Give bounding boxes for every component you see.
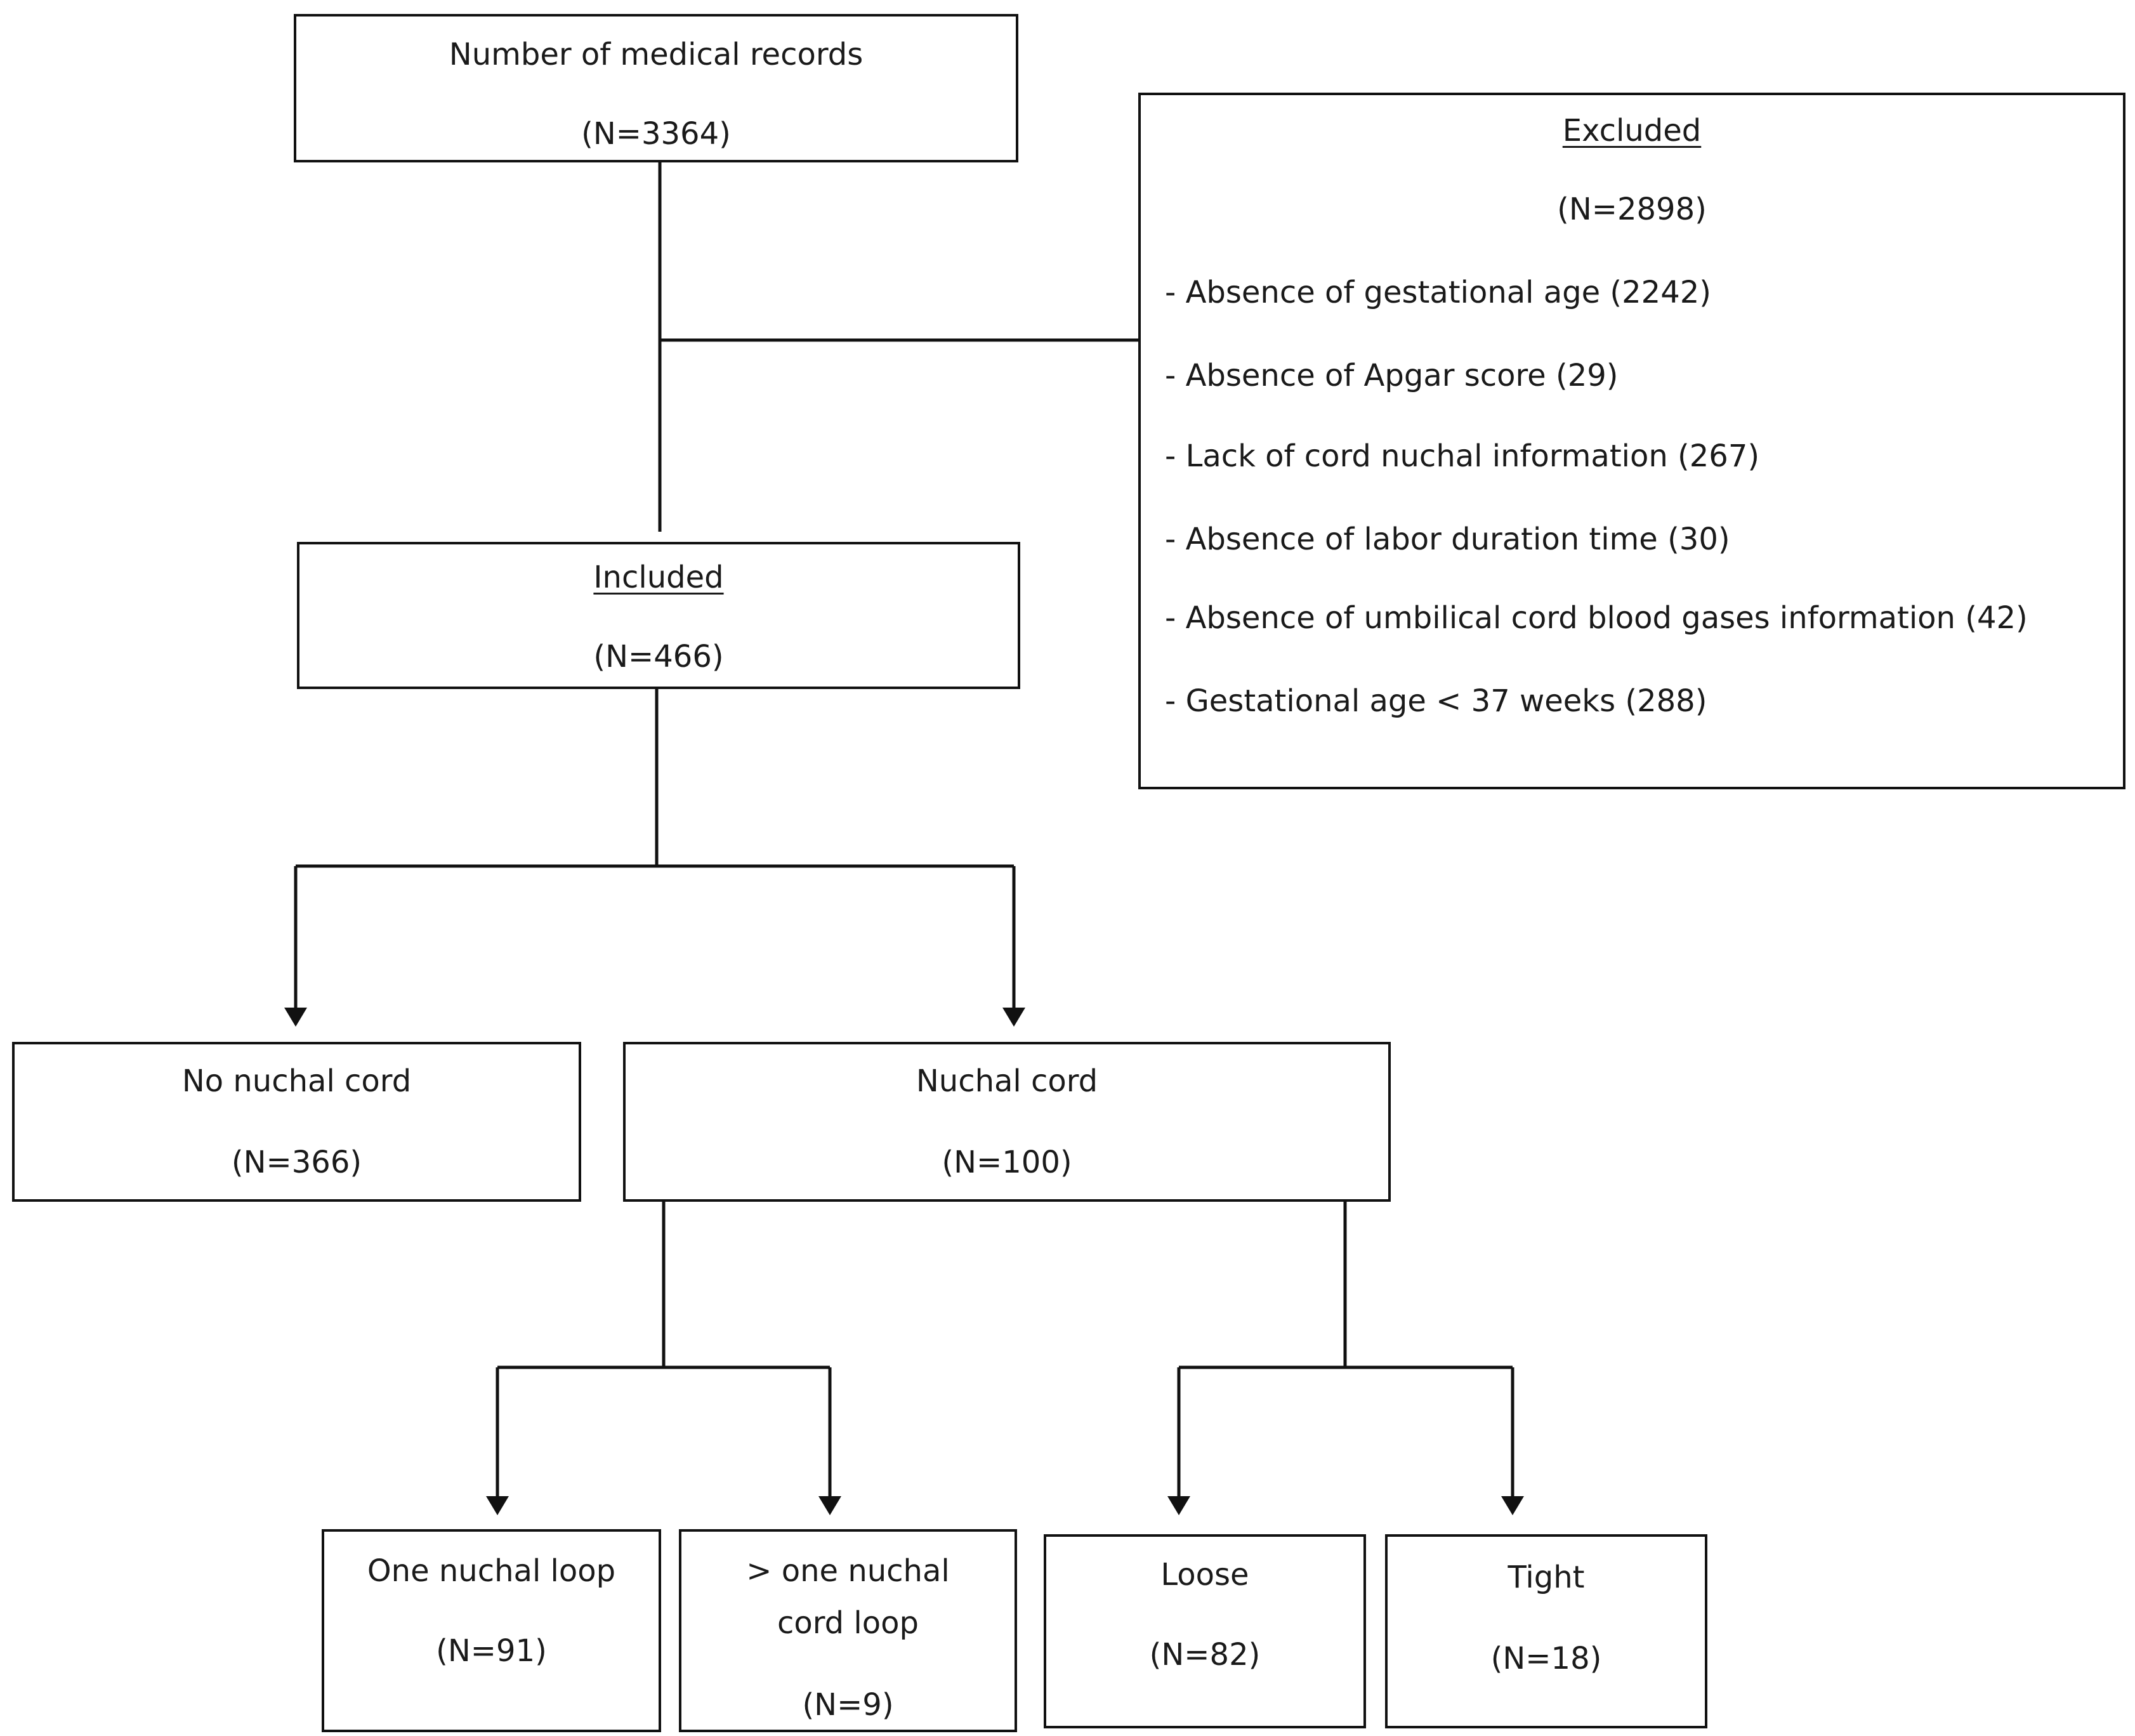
loose-count: (N=82)	[1149, 1637, 1261, 1673]
excluded-count: (N=2898)	[1557, 192, 1707, 227]
included-count: (N=466)	[593, 639, 724, 674]
no-nuchal-box: No nuchal cord (N=366)	[12, 1042, 581, 1202]
excluded-item: - Gestational age < 37 weeks (288)	[1165, 683, 1707, 719]
records-box: Number of medical records (N=3364)	[294, 14, 1018, 162]
multi-loop-title-line1: > one nuchal	[746, 1553, 950, 1589]
no-nuchal-title: No nuchal cord	[181, 1063, 412, 1099]
tight-box: Tight (N=18)	[1385, 1534, 1707, 1728]
one-loop-box: One nuchal loop (N=91)	[322, 1529, 661, 1732]
records-title: Number of medical records	[449, 37, 864, 72]
nuchal-box: Nuchal cord (N=100)	[623, 1042, 1391, 1202]
arrowhead-nuchal	[1002, 1008, 1025, 1027]
arrowhead-no-nuchal	[284, 1008, 307, 1027]
loose-box: Loose (N=82)	[1044, 1534, 1366, 1728]
multi-loop-count: (N=9)	[802, 1687, 894, 1723]
included-title: Included	[593, 560, 724, 595]
arrowhead-loose	[1167, 1496, 1190, 1515]
tight-count: (N=18)	[1490, 1641, 1602, 1676]
arrowhead-one-loop	[486, 1496, 509, 1515]
excluded-item: - Absence of umbilical cord blood gases …	[1165, 600, 2028, 636]
one-loop-count: (N=91)	[436, 1633, 547, 1669]
multi-loop-box: > one nuchal cord loop (N=9)	[679, 1529, 1017, 1732]
records-count: (N=3364)	[581, 116, 731, 152]
excluded-item: - Absence of Apgar score (29)	[1165, 358, 1619, 393]
excluded-item: - Absence of labor duration time (30)	[1165, 522, 1730, 557]
one-loop-title: One nuchal loop	[367, 1553, 616, 1589]
tight-title: Tight	[1508, 1560, 1585, 1595]
excluded-title: Excluded	[1562, 113, 1702, 148]
no-nuchal-count: (N=366)	[231, 1145, 362, 1180]
nuchal-title: Nuchal cord	[916, 1063, 1098, 1099]
nuchal-count: (N=100)	[942, 1145, 1072, 1180]
multi-loop-title-line2: cord loop	[777, 1605, 919, 1641]
included-box: Included (N=466)	[297, 542, 1020, 689]
arrowhead-multi-loop	[818, 1496, 841, 1515]
excluded-item: - Lack of cord nuchal information (267)	[1165, 438, 1760, 474]
arrowhead-tight	[1501, 1496, 1524, 1515]
excluded-item: - Absence of gestational age (2242)	[1165, 275, 1712, 310]
excluded-box: Excluded (N=2898) - Absence of gestation…	[1138, 93, 2125, 789]
loose-title: Loose	[1160, 1557, 1249, 1593]
